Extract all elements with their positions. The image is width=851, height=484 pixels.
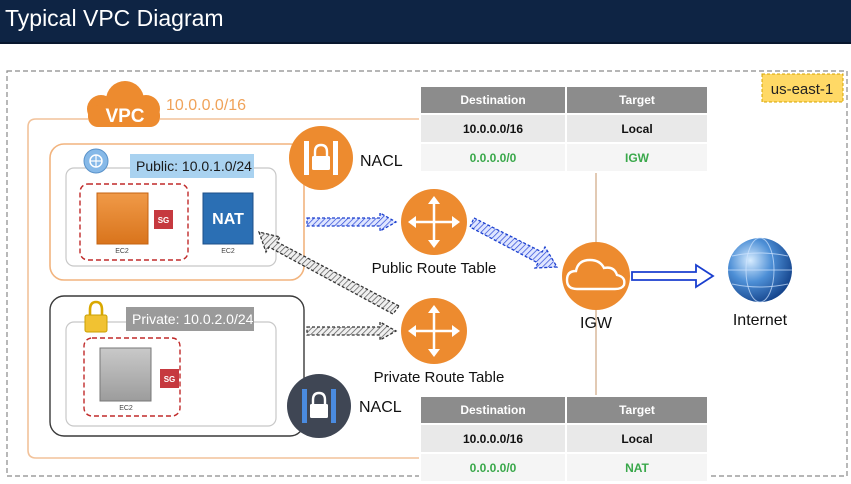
arrow-nacl-to-public-rt [306,211,398,233]
sg-private-label: SG [164,375,176,384]
lock-subnet-icon [84,300,108,333]
nacl-public-label: NACL [360,153,403,170]
arrow-igw-to-internet [631,263,715,289]
igw-label: IGW [580,315,613,332]
public-route-table: Destination Target 10.0.0.0/16 Local 0.0… [419,85,709,173]
public-subnet-label: Public: 10.0.1.0/24 [136,158,252,174]
private-subnet-boundary [49,295,305,437]
arrow-private-rt-to-nat [257,231,400,315]
public-subnet-boundary [49,143,305,281]
cell-target: IGW [565,142,709,173]
table-row: 10.0.0.0/16 Local [419,423,709,454]
private-route-table: Destination Target 10.0.0.0/16 Local 0.0… [419,395,709,483]
column-header-target: Target [565,85,709,115]
sg-public-label: SG [158,216,170,225]
sg-private-badge [160,369,179,388]
region-label: us-east-1 [771,81,834,98]
column-header-target: Target [565,395,709,425]
nat-title: NAT [212,211,244,228]
ec2-public-label: EC2 [115,248,129,255]
vpc-boundary [27,118,420,459]
vpc-cloud-icon: VPC [87,81,160,127]
ec2-private-label: EC2 [119,405,133,412]
nacl-public-icon[interactable] [289,126,353,190]
private-subnet-label: Private: 10.0.2.0/24 [132,311,254,327]
public-route-table-icon[interactable] [401,189,467,255]
table-row: 0.0.0.0/0 NAT [419,452,709,483]
sg-public-badge [154,210,173,229]
table-header-row: Destination Target [419,85,709,115]
private-route-table-label: Private Route Table [374,369,505,386]
vpc-cidr: 10.0.0.0/16 [166,97,246,114]
security-group-private [83,337,181,417]
cell-destination: 0.0.0.0/0 [419,452,567,483]
table-row: 0.0.0.0/0 IGW [419,142,709,173]
table-header-row: Destination Target [419,395,709,425]
cell-destination: 0.0.0.0/0 [419,142,567,173]
column-header-destination: Destination [419,85,567,115]
cell-target: Local [565,113,709,144]
nacl-private-icon[interactable] [287,374,351,438]
table-row: 10.0.0.0/16 Local [419,113,709,144]
arrow-public-rt-to-igw [469,217,559,269]
cell-destination: 10.0.0.0/16 [419,113,567,144]
private-subnet-label-box [126,307,254,331]
vpc-badge-text: VPC [105,106,144,127]
region-label-box: us-east-1 [761,73,844,103]
internet-label: Internet [733,312,788,329]
internet-globe-icon [728,237,792,303]
cell-target: NAT [565,452,709,483]
public-route-table-label: Public Route Table [372,260,497,277]
ec2-public-icon[interactable] [96,192,149,245]
nacl-private-label: NACL [359,399,402,416]
arrow-private-subnet-to-private-rt [306,320,398,342]
header-bar: Typical VPC Diagram [0,0,851,44]
column-header-destination: Destination [419,395,567,425]
igw-icon[interactable] [562,242,630,310]
globe-subnet-icon [83,148,109,174]
cell-destination: 10.0.0.0/16 [419,423,567,454]
private-route-table-icon[interactable] [401,298,467,364]
ec2-private-icon[interactable] [99,347,152,402]
cell-target: Local [565,423,709,454]
nat-sub-label: EC2 [221,248,235,255]
nat-instance-icon[interactable] [202,192,254,245]
page-title: Typical VPC Diagram [5,5,224,31]
public-subnet-label-box [130,154,254,178]
